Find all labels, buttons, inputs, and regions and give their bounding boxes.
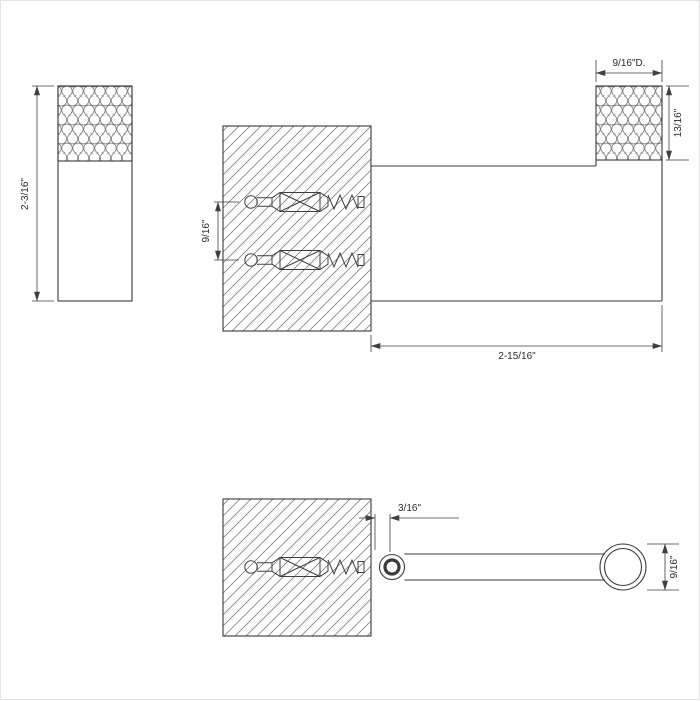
mounting-flange-inner <box>383 558 401 576</box>
wall-section <box>222 125 372 332</box>
projection-length-label: 2-15/16" <box>498 351 536 362</box>
plan-view: 3/16" 9/16" <box>222 498 680 637</box>
anchor-spacing-label: 9/16" <box>201 219 212 242</box>
arm-end-inner-circle <box>603 547 643 587</box>
arm-diameter-label: 9/16" <box>669 555 680 578</box>
arm-end-outer-circle <box>599 543 647 591</box>
front-view: 2-3/16" <box>20 85 133 302</box>
dimension-wall-offset: 3/16" <box>359 503 459 552</box>
post-knurled-cap <box>57 85 133 162</box>
extension-lines <box>32 85 54 302</box>
extension-lines <box>370 305 663 352</box>
dimension-arm-diameter: 9/16" <box>647 543 680 591</box>
wall-offset-label: 3/16" <box>398 503 421 514</box>
dimension-anchor-spacing: 9/16" <box>201 201 239 261</box>
dimension-projection-length: 2-15/16" <box>370 305 663 362</box>
dimension-knob-cap-height: 13/16" <box>666 85 689 161</box>
overall-height-label: 2-3/16" <box>20 178 31 210</box>
mounting-flange-outer <box>378 553 406 581</box>
side-view: 9/16" 9/16"D. 13/16" 2-15/16" <box>201 58 689 362</box>
wall-section <box>222 498 372 637</box>
knob-knurled-cap <box>595 85 663 161</box>
knob-cap-height-label: 13/16" <box>673 108 684 137</box>
dimension-overall-height: 2-3/16" <box>20 85 54 302</box>
dimension-knob-diameter: 9/16"D. <box>595 58 663 82</box>
knob-diameter-label: 9/16"D. <box>612 58 645 69</box>
extension-lines <box>374 514 391 552</box>
